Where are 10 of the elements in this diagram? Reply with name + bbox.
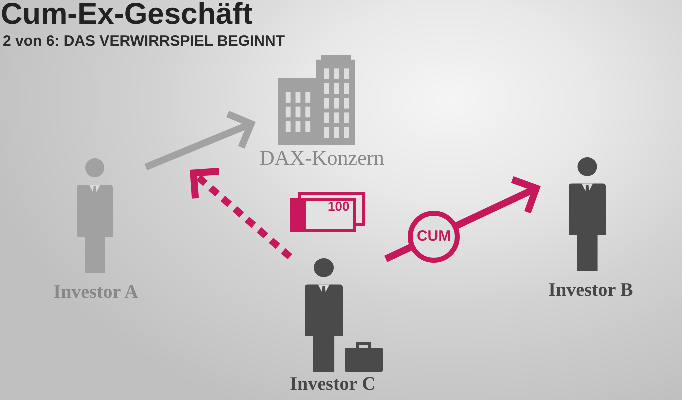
investor-label: Investor A: [52, 283, 140, 302]
investor-label: Investor B: [548, 281, 634, 300]
edge-label: CUM: [408, 210, 460, 263]
investor-label: Investor C: [289, 375, 377, 394]
subtitle: 2 von 6: DAS VERWIRRSPIEL BEGINNT: [3, 34, 285, 49]
company-label: DAX-Konzern: [258, 148, 386, 169]
dashed-arrow: [190, 168, 293, 260]
banknote-value: 100: [328, 200, 350, 213]
diagram-title: Cum-Ex-Geschäft: [1, 0, 253, 30]
arrow: [144, 110, 255, 171]
